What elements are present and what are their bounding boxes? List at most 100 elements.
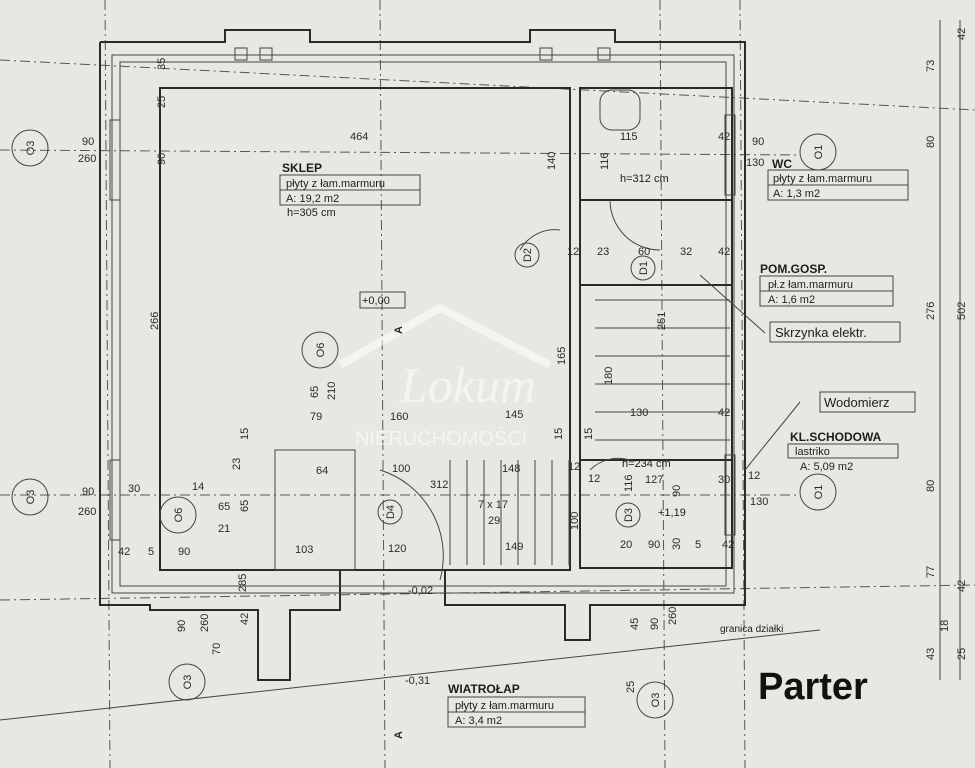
room-area: A: 19,2 m2	[286, 193, 339, 205]
axis-marker-o1: O1	[799, 133, 837, 171]
dimension-label: 43	[925, 648, 937, 660]
svg-text:O6: O6	[173, 508, 185, 523]
dimension-label: 502	[956, 302, 968, 320]
dimension-label: 32	[680, 246, 692, 258]
axis-marker-o3: O3	[11, 129, 49, 167]
room-finish: pł.z łam.marmuru	[768, 279, 853, 291]
dimension-label: 140	[546, 152, 558, 170]
dimension-label: 160	[390, 411, 408, 423]
dimension-label: 165	[556, 347, 568, 365]
dimension-label: 5	[695, 539, 701, 551]
dimension-label: 127	[645, 474, 663, 486]
dimension-label: 18	[939, 620, 951, 632]
axis-marker-d4: D4	[377, 499, 403, 525]
dimension-label: 25	[625, 681, 637, 693]
dimension-label: 42	[956, 580, 968, 592]
dimension-label: 90	[82, 486, 94, 498]
svg-text:D2: D2	[522, 248, 534, 262]
room-height: h=305 cm	[287, 207, 336, 219]
dimension-label: 251	[656, 312, 668, 330]
room-finish: lastriko	[795, 446, 830, 458]
room-area: A: 3,4 m2	[455, 715, 502, 727]
room-klatka-schodowa: KL.SCHODOWA lastriko A: 5,09 m2 h=234 cm	[622, 430, 899, 473]
dimension-label: 100	[392, 463, 410, 475]
dimension-label: 90	[752, 136, 764, 148]
svg-text:O1: O1	[813, 485, 825, 500]
svg-text:A: A	[393, 731, 405, 739]
level-mark: -0,02	[408, 585, 433, 597]
dimension-label: 12	[567, 246, 579, 258]
dimension-label: 90	[156, 153, 168, 165]
stairs-label: 7 x 17	[478, 499, 508, 511]
dimension-label: 210	[326, 382, 338, 400]
room-sklep: SKLEP płyty z łam.marmuru A: 19,2 m2 h=3…	[279, 161, 421, 219]
dimension-label: 77	[925, 566, 937, 578]
svg-text:D4: D4	[385, 505, 397, 519]
room-area: A: 5,09 m2	[800, 461, 853, 473]
dimension-label: 149	[505, 541, 523, 553]
dimension-label: 148	[502, 463, 520, 475]
dimension-label: 70	[211, 643, 223, 655]
dimension-label: 12	[748, 470, 760, 482]
dimension-label: 90	[176, 620, 188, 632]
axis-marker-d3: D3	[615, 502, 641, 528]
room-height: h=234 cm	[622, 458, 671, 470]
axis-marker-d1: D1	[630, 255, 656, 281]
room-wiatrolap: WIATROŁAP płyty z łam.marmuru A: 3,4 m2	[447, 682, 586, 728]
axis-marker-o3: O3	[11, 478, 49, 516]
room-name: SKLEP	[282, 161, 322, 175]
dimension-label: 130	[630, 407, 648, 419]
dimension-label: 42	[118, 546, 130, 558]
dimension-label: 65	[309, 386, 321, 398]
dimension-label: 115	[620, 131, 638, 143]
dimension-label: 25	[156, 96, 168, 108]
dimension-label: 260	[667, 607, 679, 625]
dimension-label: 90	[178, 546, 190, 558]
dimension-label: 65	[218, 501, 230, 513]
dimension-label: 260	[199, 614, 211, 632]
room-height: h=312 cm	[620, 173, 669, 185]
dimension-label: 23	[231, 458, 243, 470]
dimension-label: 65	[239, 500, 251, 512]
dimension-label: 42	[718, 246, 730, 258]
staircase	[449, 299, 730, 565]
dimension-label: 12	[568, 461, 580, 473]
dimension-label: 90	[82, 136, 94, 148]
dimension-label: 103	[295, 544, 313, 556]
dimension-label: 42	[956, 28, 968, 40]
axis-marker-o6: O6	[301, 331, 339, 369]
dimension-label: 80	[925, 480, 937, 492]
callout-text: Skrzynka elektr.	[775, 325, 867, 340]
level-mark: +0,00	[362, 295, 390, 307]
dimension-label: 42	[718, 131, 730, 143]
dimension-label: 12	[588, 473, 600, 485]
svg-text:O1: O1	[813, 145, 825, 160]
dimension-label: 15	[583, 428, 595, 440]
dimension-label: 260	[78, 506, 96, 518]
walls	[99, 29, 746, 681]
stairs-label-sub: 29	[488, 515, 500, 527]
dimension-label: 464	[350, 131, 368, 143]
dimension-label: 42	[718, 407, 730, 419]
callout-wodomierz: Wodomierz	[744, 391, 916, 471]
dimension-label: 120	[388, 543, 406, 555]
room-name: KL.SCHODOWA	[790, 430, 882, 444]
room-pom-gosp: POM.GOSP. pł.z łam.marmuru A: 1,6 m2	[759, 262, 894, 307]
room-name: WC	[772, 157, 792, 171]
dimension-label: 130	[746, 157, 764, 169]
room-finish: płyty z łam.marmuru	[773, 173, 872, 185]
room-name: POM.GOSP.	[760, 262, 827, 276]
dimension-label: 145	[505, 409, 523, 421]
dimension-label: 260	[78, 153, 96, 165]
axis-marker-o1: O1	[799, 473, 837, 511]
dimension-label: 30	[128, 483, 140, 495]
dimension-label: 15	[239, 428, 251, 440]
callout-skrzynka: Skrzynka elektr.	[699, 274, 901, 343]
svg-text:O3: O3	[25, 141, 37, 156]
dimension-label: 30	[671, 538, 683, 550]
svg-text:O3: O3	[182, 675, 194, 690]
callout-text: Wodomierz	[824, 395, 890, 410]
dimension-label: 312	[430, 479, 448, 491]
